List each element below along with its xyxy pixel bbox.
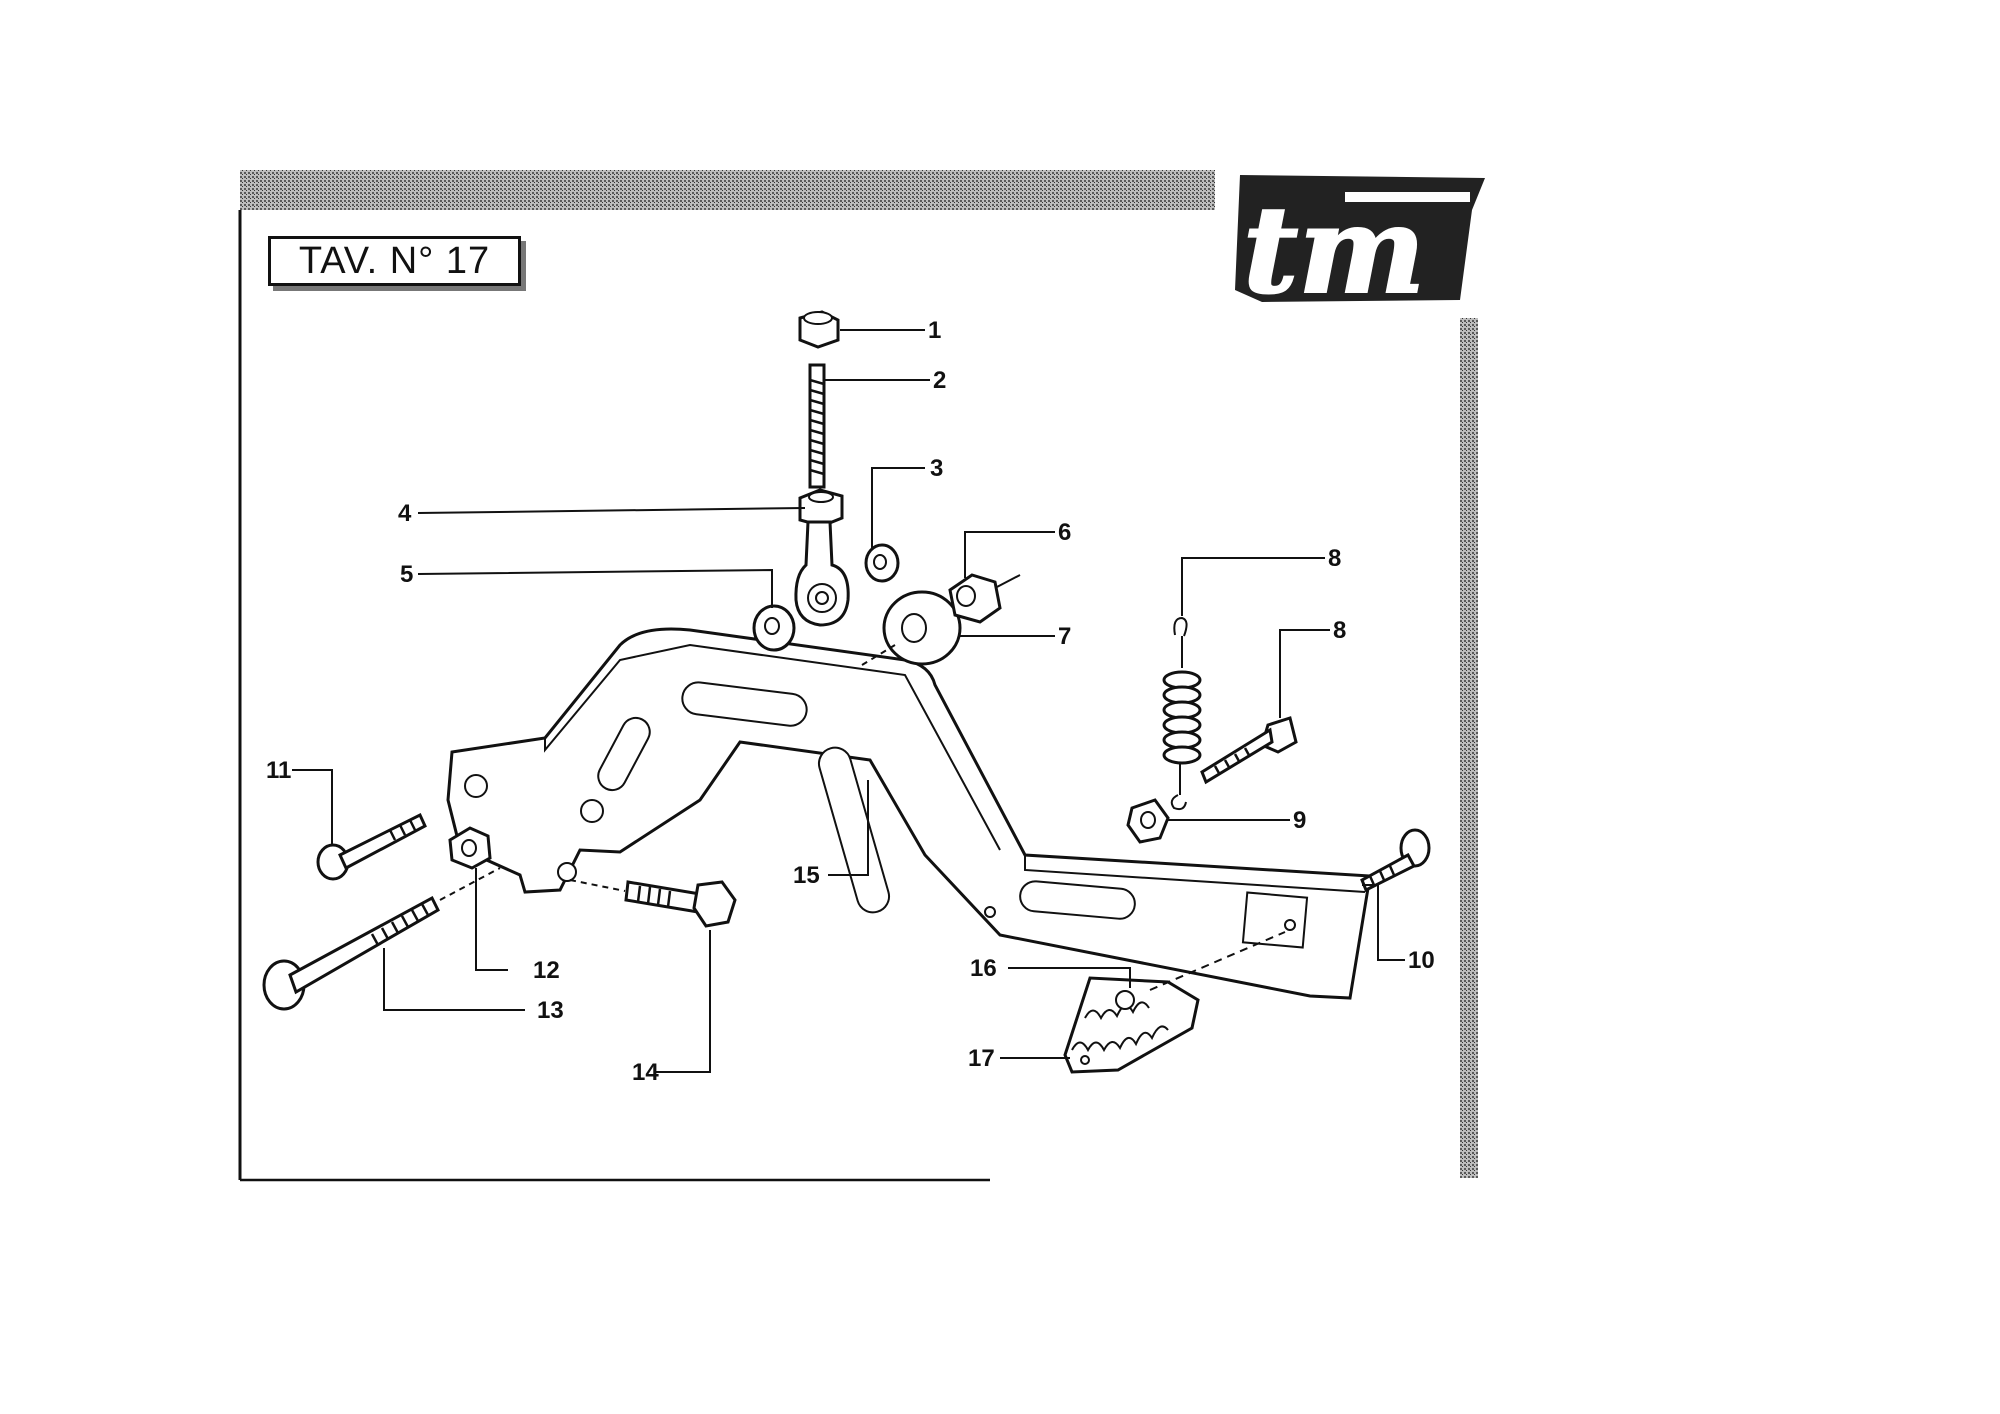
bolt-1 <box>316 812 427 881</box>
callout-6: 1 <box>928 317 941 344</box>
rod-end-nut-3 <box>798 488 844 528</box>
bushing-4 <box>864 543 900 583</box>
bolt-14 <box>1200 716 1298 785</box>
pedal-tip-15 <box>1063 976 1200 1074</box>
callout-8-left: 12 <box>533 957 560 984</box>
callout-10: 7 <box>1058 623 1071 650</box>
threaded-rod-5 <box>808 363 826 489</box>
leader-lines <box>292 329 1405 1073</box>
callout-5: 2 <box>933 367 946 394</box>
rod-end-eye <box>794 520 850 627</box>
callout-17: 10 <box>1408 947 1435 974</box>
callout-14: 8 <box>1333 617 1346 644</box>
nut-8-right <box>1126 798 1170 844</box>
callout-12: 15 <box>793 862 820 889</box>
callout-16: 16 <box>970 955 997 982</box>
callout-2: 5 <box>400 561 413 588</box>
nut-6 <box>798 310 840 349</box>
spring-13 <box>1162 616 1202 811</box>
callout-9: 14 <box>632 1059 659 1086</box>
callout-11: 6 <box>1058 519 1071 546</box>
callout-13: 8 <box>1328 545 1341 572</box>
bushing-2 <box>752 604 796 652</box>
washer-10 <box>882 590 962 666</box>
callout-15: 17 <box>968 1045 995 1072</box>
callout-8-right: 9 <box>1293 807 1306 834</box>
callout-3: 4 <box>398 500 412 527</box>
callout-7: 13 <box>537 997 564 1024</box>
callout-labels: 1 2 3 4 5 6 7 8 8 9 10 11 12 13 14 15 16… <box>266 317 1435 1086</box>
callout-4: 3 <box>930 455 943 482</box>
plate-title: TAV. N° 17 <box>268 236 521 286</box>
nut-8-left <box>448 826 492 870</box>
tm-logo: tm <box>1235 175 1485 322</box>
nut-11 <box>948 573 1021 624</box>
bolt-9 <box>624 880 737 928</box>
tm-logo-text: tm <box>1243 180 1425 321</box>
right-halftone-band <box>1460 318 1478 1178</box>
callout-1: 11 <box>266 757 291 784</box>
top-halftone-band <box>240 170 1215 210</box>
brake-pedal-lever <box>446 627 1372 1000</box>
bolt-7 <box>262 895 440 1011</box>
bolt-17 <box>1360 828 1431 893</box>
